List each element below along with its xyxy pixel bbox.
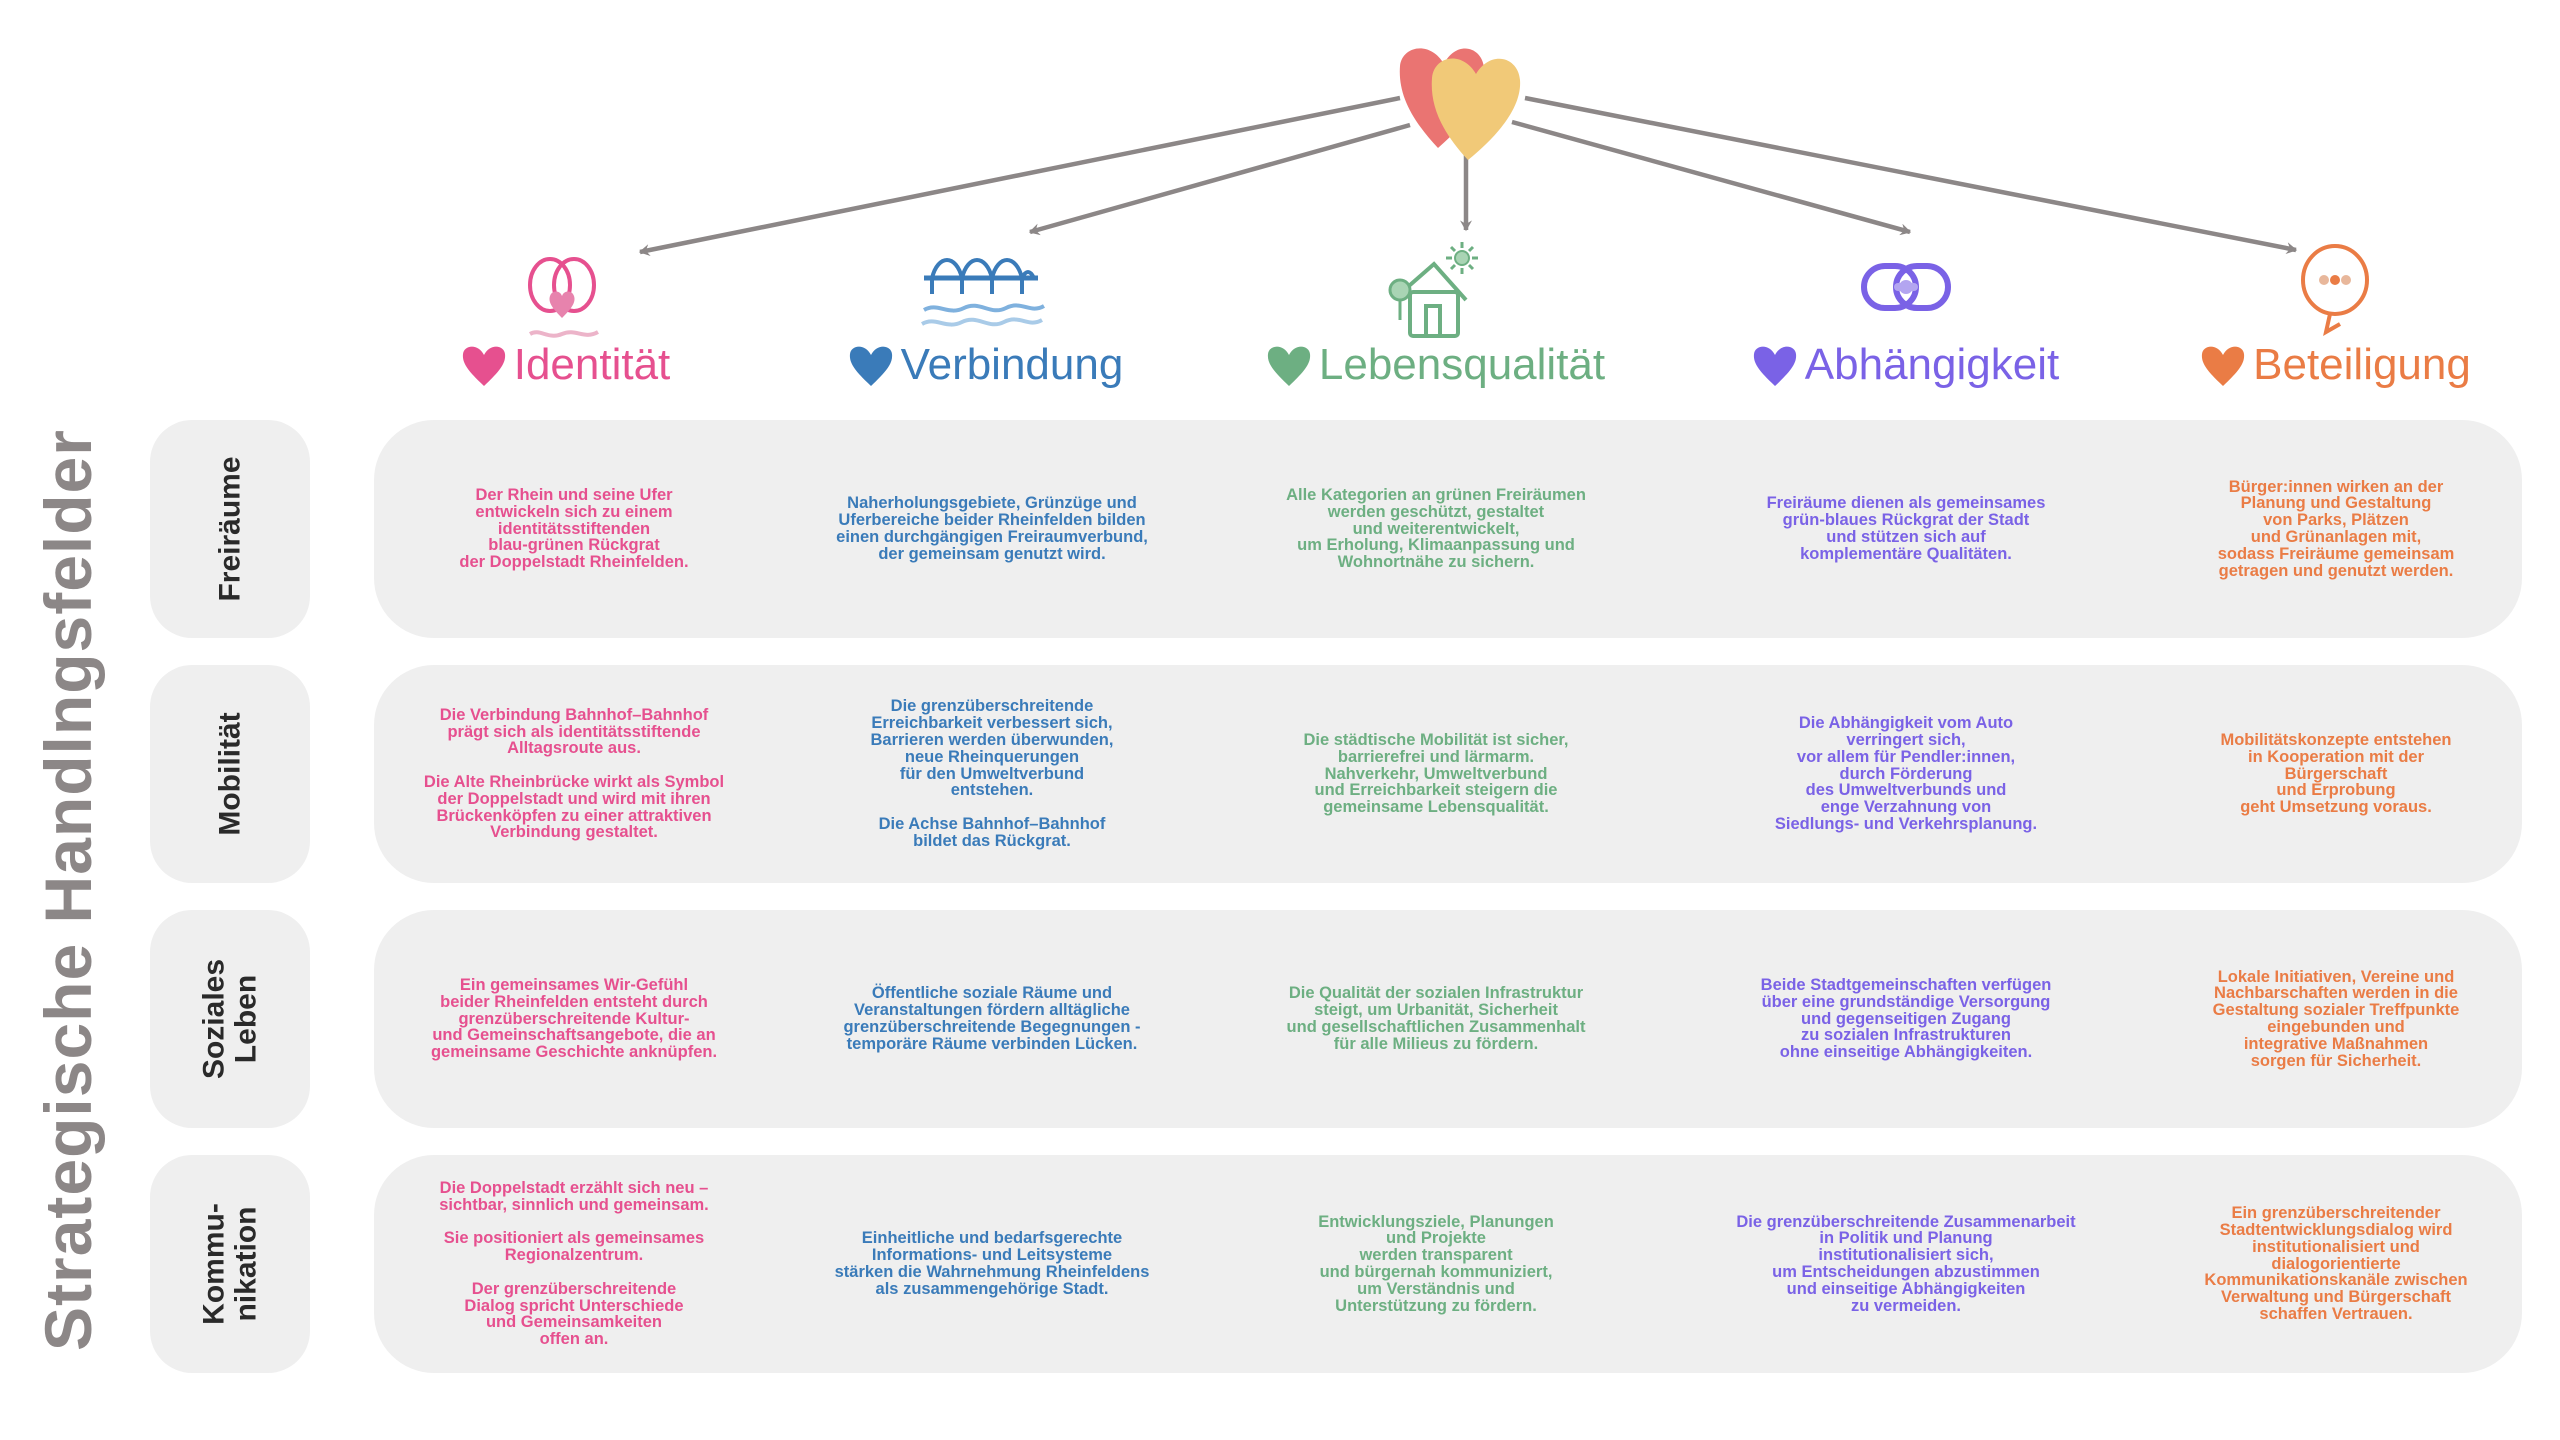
arrow-to-verbindung xyxy=(1028,122,1411,236)
theme-verbindung: Verbindung xyxy=(795,240,1175,400)
cell-soziales-leben-beteiligung: Lokale Initiativen, Vereine und Nachbars… xyxy=(2212,967,2460,1070)
cell-mobilitaet-lebensqualitaet: Die städtische Mobilität ist sicher, bar… xyxy=(1303,730,1569,817)
arrow-to-beteiligung xyxy=(1524,95,2298,255)
theme-abhaengigkeit: Abhängigkeit xyxy=(1715,240,2095,400)
cell-mobilitaet-identitaet: Die Verbindung Bahnhof–Bahnhof prägt sic… xyxy=(423,705,725,842)
row-mobilitaet: Die Verbindung Bahnhof–Bahnhof prägt sic… xyxy=(374,665,2522,883)
cell-mobilitaet-beteiligung: Mobilitätskonzepte entstehen in Kooperat… xyxy=(2220,730,2452,817)
theme-label-lebensqualitaet: Lebensqualität xyxy=(1245,340,1625,390)
theme-label-beteiligung: Beteiligung xyxy=(2145,340,2525,390)
chain-link-icon xyxy=(1861,263,1951,311)
row-soziales-leben: Ein gemeinsames Wir-Gefühl beider Rheinf… xyxy=(374,910,2522,1128)
house-tree-sun-icon xyxy=(1388,242,1478,338)
heart-icon xyxy=(1753,346,1796,386)
cell-freiraeume-verbindung: Naherholungsgebiete, Grünzüge und Uferbe… xyxy=(836,494,1148,563)
heart-icon xyxy=(849,346,892,386)
theme-beteiligung: Beteiligung xyxy=(2145,240,2525,400)
row-label-freiraeume: Freiräume xyxy=(150,420,310,638)
cell-freiraeume-beteiligung: Bürger:innen wirken an der Planung und G… xyxy=(2217,477,2455,580)
cell-freiraeume-abhaengigkeit: Freiräume dienen als gemeinsames grün-bl… xyxy=(1766,494,2046,563)
heart-icon xyxy=(1267,346,1310,386)
arrow-to-abhaengigkeit xyxy=(1511,119,1912,236)
bridge-over-water-icon xyxy=(921,258,1045,327)
cell-kommunikation-lebensqualitaet: Entwicklungsziele, Planungen und Projekt… xyxy=(1318,1212,1554,1315)
cell-kommunikation-verbindung: Einheitliche und bedarfsgerechte Informa… xyxy=(834,1229,1150,1298)
theme-identitaet: Identität xyxy=(375,240,755,400)
heart-icon xyxy=(2202,346,2245,386)
cell-mobilitaet-verbindung: Die grenzüberschreitende Erreichbarkeit … xyxy=(870,697,1114,850)
cell-soziales-leben-identitaet: Ein gemeinsames Wir-Gefühl beider Rheinf… xyxy=(430,975,718,1062)
rings-with-heart-and-wave-icon xyxy=(528,257,599,338)
theme-lebensqualitaet: Lebensqualität xyxy=(1245,240,1625,400)
row-label-mobilitaet: Mobilität xyxy=(150,665,310,883)
arrow-to-identitaet xyxy=(638,95,1401,256)
row-kommunikation: Die Doppelstadt erzählt sich neu – sicht… xyxy=(374,1155,2522,1373)
cell-kommunikation-identitaet: Die Doppelstadt erzählt sich neu – sicht… xyxy=(439,1178,709,1349)
theme-label-identitaet: Identität xyxy=(375,340,755,390)
arrows-layer xyxy=(638,95,2298,256)
cell-mobilitaet-abhaengigkeit: Die Abhängigkeit vom Auto verringert sic… xyxy=(1774,714,2038,834)
theme-label-abhaengigkeit: Abhängigkeit xyxy=(1715,340,2095,390)
cell-kommunikation-abhaengigkeit: Die grenzüberschreitende Zusammenarbeit … xyxy=(1736,1212,2076,1315)
cell-freiraeume-identitaet: Der Rhein und seine Ufer entwickeln sich… xyxy=(459,485,689,572)
row-label-kommunikation: Kommu- nikation xyxy=(150,1155,310,1373)
cell-freiraeume-lebensqualitaet: Alle Kategorien an grünen Freiräumen wer… xyxy=(1286,485,1586,572)
speech-bubble-icon xyxy=(2301,244,2369,336)
heart-icon xyxy=(462,346,505,386)
cell-soziales-leben-abhaengigkeit: Beide Stadtgemeinschaften verfügen über … xyxy=(1760,975,2052,1062)
theme-label-verbindung: Verbindung xyxy=(795,340,1175,390)
cell-kommunikation-beteiligung: Ein grenzüberschreitender Stadtentwicklu… xyxy=(2204,1204,2468,1324)
cell-soziales-leben-lebensqualitaet: Die Qualität der sozialen Infrastruktur … xyxy=(1286,984,1586,1053)
row-label-soziales-leben: Soziales Leben xyxy=(150,910,310,1128)
two-overlapping-hearts-icon xyxy=(1399,48,1521,161)
cell-soziales-leben-verbindung: Öffentliche soziale Räume und Veranstalt… xyxy=(843,984,1141,1053)
row-freiraeume: Der Rhein und seine Ufer entwickeln sich… xyxy=(374,420,2522,638)
side-title: Strategische Handlngsfelder xyxy=(31,429,105,1351)
